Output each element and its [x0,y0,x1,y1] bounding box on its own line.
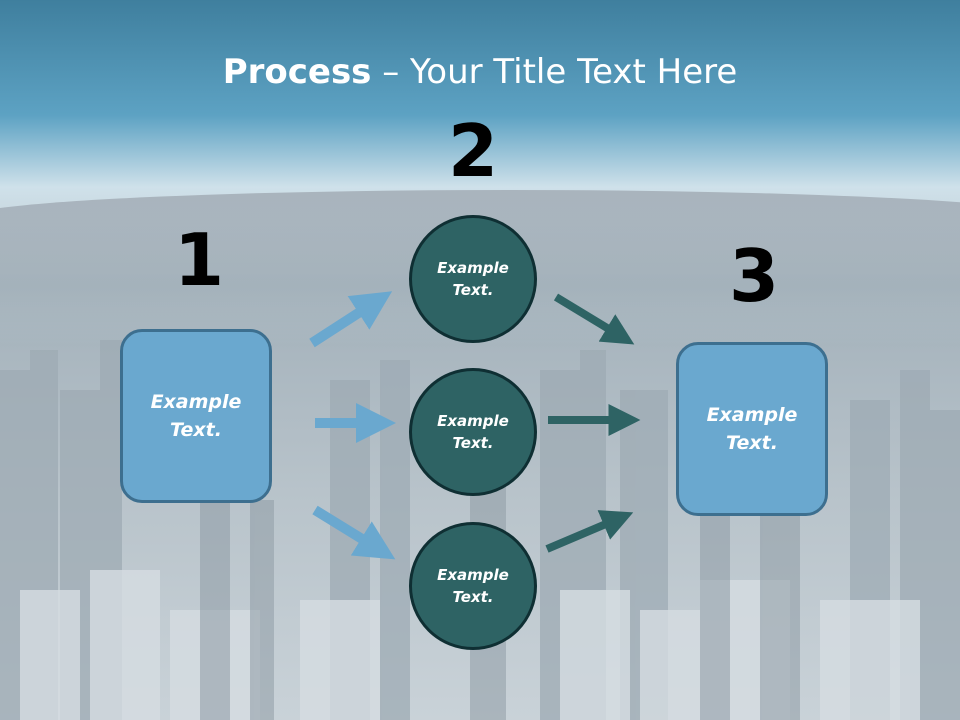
step-number-1: 1 [173,218,225,302]
step-2-circle-middle: Example Text. [409,368,537,496]
step-3-box-text: Example Text. [706,403,798,455]
circle-bottom-text: Example Text. [437,565,509,607]
circle-top-text: Example Text. [437,258,509,300]
background-city-skyline [0,340,960,720]
step-number-2: 2 [447,109,499,193]
step-2-circle-top: Example Text. [409,215,537,343]
arrow-box1-to-circle-bottom [312,505,396,560]
arrow-circle-top-to-box3 [553,293,635,345]
step-2-circle-bottom: Example Text. [409,522,537,650]
slide-title: Process – Your Title Text Here [0,52,960,92]
arrow-circle-bottom-to-box3 [545,510,634,553]
step-number-3: 3 [728,234,780,318]
step-3-box: Example Text. [676,342,828,516]
title-bold-word: Process [222,52,372,92]
step-1-box: Example Text. [120,329,272,503]
title-rest: – Your Title Text Here [371,52,738,92]
circle-middle-text: Example Text. [437,411,509,453]
arrow-box1-to-circle-top [309,291,393,348]
step-1-box-text: Example Text. [150,390,242,442]
